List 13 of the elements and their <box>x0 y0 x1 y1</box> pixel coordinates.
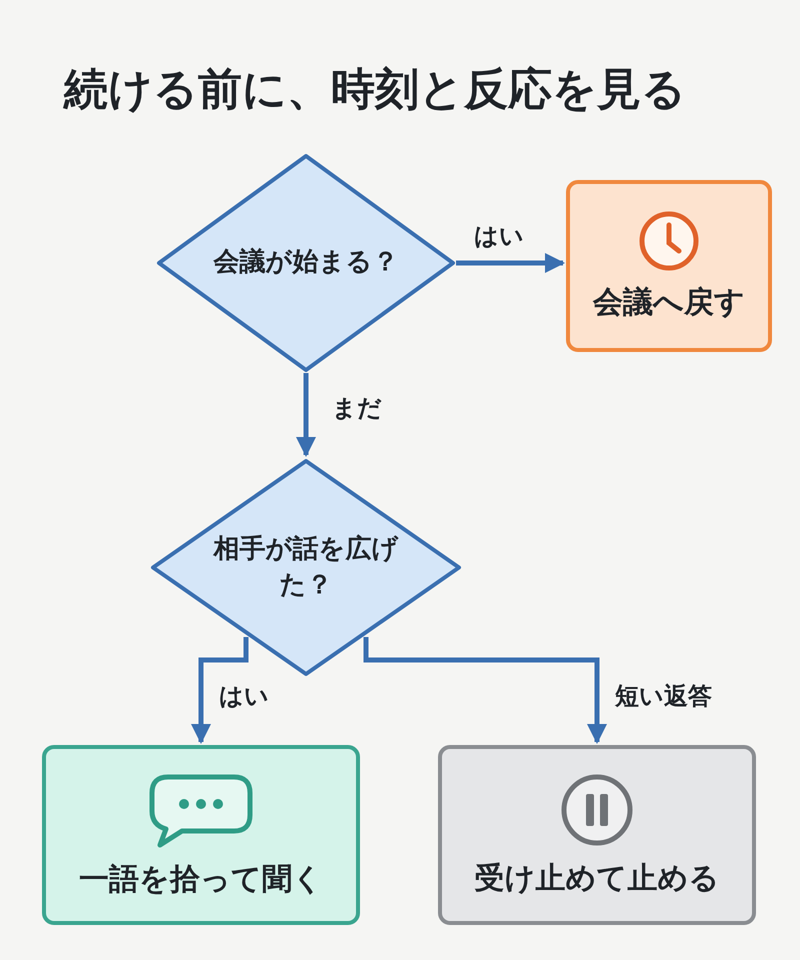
arrow <box>191 637 248 744</box>
decision-text: 相手が話を広げた？ <box>212 532 400 602</box>
outcome-text: 受け止めて止める <box>474 860 720 898</box>
decision-text: 会議が始まる？ <box>214 246 398 280</box>
outcome-box <box>42 745 360 925</box>
outcome-box <box>566 180 772 352</box>
arrow <box>456 253 565 273</box>
outcome-text: 会議へ戻す <box>593 284 745 322</box>
outcome-text: 一語を拾って聞く <box>79 861 323 899</box>
arrow <box>364 637 607 744</box>
outcome-box <box>438 745 756 925</box>
arrow <box>296 373 316 457</box>
title: 続ける前に、時刻と反応を見る <box>64 63 686 117</box>
